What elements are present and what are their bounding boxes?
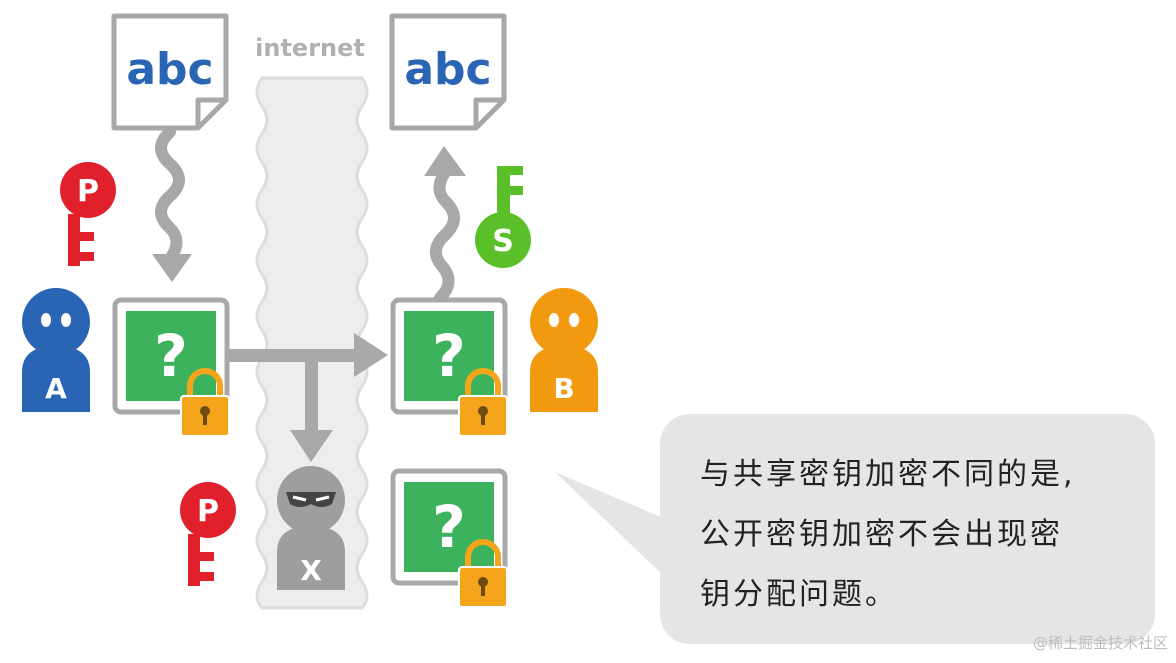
sender-document: abc: [114, 16, 226, 128]
receiver-encrypted-box: ?: [393, 300, 507, 436]
public-key-label: P: [77, 174, 99, 209]
receiver-document-text: abc: [404, 44, 491, 95]
sender-encrypted-box: ?: [115, 300, 229, 436]
receiver-box-symbol: ?: [432, 322, 466, 390]
internet-label: internet: [255, 34, 365, 62]
decrypt-arrow: [424, 146, 466, 298]
person-b-icon: B: [530, 288, 598, 412]
intercepted-encrypted-box: ?: [393, 471, 507, 607]
secret-key-icon: S: [475, 166, 531, 268]
public-key-icon: P: [180, 482, 236, 586]
intercepted-box-symbol: ?: [432, 493, 466, 561]
sender-box-symbol: ?: [154, 322, 188, 390]
watermark: @稀土掘金技术社区: [1033, 632, 1168, 653]
encrypt-arrow: [152, 132, 192, 282]
callout-pointer: [555, 472, 668, 580]
person-a-label: A: [45, 372, 67, 405]
public-key-icon: P: [60, 162, 116, 266]
callout-line-1: 与共享密钥加密不同的是,: [700, 445, 1140, 505]
callout-line-2: 公开密钥加密不会出现密: [700, 505, 1140, 565]
eavesdropper-label: X: [300, 554, 322, 587]
person-a-icon: A: [22, 288, 90, 412]
secret-key-label: S: [492, 224, 514, 259]
public-key-label: P: [197, 494, 219, 529]
person-b-label: B: [553, 372, 574, 405]
callout-line-3: 钥分配问题。: [700, 565, 1140, 625]
sender-document-text: abc: [126, 44, 213, 95]
receiver-document: abc: [392, 16, 504, 128]
callout-text: 与共享密钥加密不同的是, 公开密钥加密不会出现密 钥分配问题。: [700, 445, 1140, 625]
